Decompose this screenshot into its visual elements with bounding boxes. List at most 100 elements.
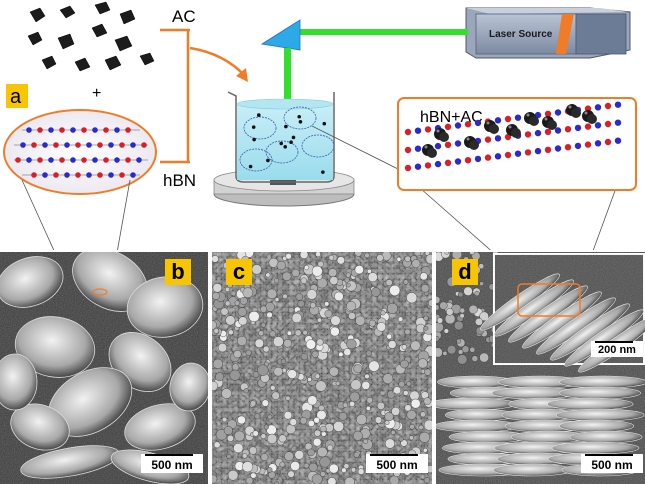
- sem-sphere: [315, 252, 321, 257]
- sem-sphere: [423, 448, 428, 453]
- atom: [564, 126, 572, 133]
- ac-dot: [291, 135, 296, 140]
- atom: [584, 141, 592, 148]
- sem-sphere: [390, 430, 396, 435]
- sem-sphere: [479, 311, 489, 322]
- atom: [594, 122, 602, 129]
- zoom-box: [397, 97, 637, 191]
- sem-sphere: [297, 300, 305, 308]
- atom: [125, 157, 131, 163]
- sem-sphere: [404, 328, 411, 335]
- sem-sphere: [420, 284, 430, 293]
- sem-sphere: [317, 446, 328, 458]
- sem-sphere: [367, 272, 378, 283]
- ac-dot: [279, 141, 284, 146]
- prism-icon: [260, 19, 301, 51]
- sem-sphere: [348, 312, 356, 320]
- atom: [484, 154, 492, 161]
- inset-highlight-box: [517, 283, 581, 317]
- atom: [614, 101, 622, 108]
- sem-sphere: [282, 271, 292, 281]
- sem-flake-stack: [555, 408, 645, 422]
- sem-sphere: [330, 326, 340, 337]
- atom: [414, 145, 422, 152]
- atom: [514, 114, 522, 121]
- arrow-head-icon: [236, 68, 248, 82]
- sem-sphere: [266, 467, 273, 473]
- atom: [92, 127, 98, 133]
- scale-bar-b-label: 500 nm: [151, 458, 193, 472]
- sem-sphere: [420, 411, 426, 418]
- sem-sphere: [212, 320, 217, 330]
- sem-sphere: [386, 302, 398, 314]
- sem-sphere: [396, 256, 402, 262]
- sem-sphere: [317, 317, 322, 323]
- sem-sphere: [357, 468, 365, 475]
- atom: [70, 127, 76, 133]
- schematic-svg: AC + hBN a Laser Source: [3, 1, 637, 250]
- sem-flake-stack: [559, 375, 645, 389]
- sem-sphere: [242, 287, 254, 298]
- atom: [584, 105, 592, 112]
- sem-sphere: [226, 453, 232, 459]
- sem-sphere: [291, 312, 302, 324]
- atom: [130, 142, 136, 148]
- sem-sphere: [252, 430, 259, 437]
- atom: [534, 147, 542, 155]
- sem-sphere: [299, 252, 309, 259]
- sem-sphere: [231, 363, 240, 371]
- sem-sphere: [324, 301, 330, 307]
- sem-sphere: [294, 450, 304, 460]
- sem-sphere: [316, 277, 328, 289]
- sem-sphere: [223, 425, 233, 435]
- sem-sphere: [423, 397, 432, 406]
- sem-sphere: [249, 446, 258, 455]
- sem-sphere: [328, 254, 335, 261]
- atom: [454, 140, 462, 147]
- sem-sphere: [410, 340, 421, 351]
- ac-dot: [251, 125, 256, 129]
- sem-sphere: [314, 429, 321, 437]
- sem-sphere: [279, 461, 286, 468]
- sem-sphere: [371, 287, 381, 297]
- sem-sphere: [260, 453, 269, 461]
- sem-sphere: [419, 431, 430, 443]
- sem-sphere: [364, 252, 370, 259]
- sem-sphere: [436, 347, 443, 358]
- sem-sphere: [443, 328, 449, 334]
- atom: [554, 145, 562, 152]
- sem-sphere: [350, 379, 362, 391]
- sem-panel-c: [212, 252, 432, 484]
- sem-sphere: [329, 463, 339, 474]
- sem-sphere: [224, 286, 231, 292]
- sem-sphere: [444, 252, 449, 255]
- sem-sphere: [336, 256, 345, 265]
- sem-sphere: [362, 438, 369, 445]
- ac-label: AC: [172, 7, 196, 26]
- sem-sphere: [287, 369, 297, 379]
- sem-sphere: [250, 400, 257, 407]
- atom: [454, 158, 462, 165]
- sem-sphere: [311, 350, 319, 358]
- sem-sphere: [254, 338, 264, 348]
- sem-sphere: [257, 364, 269, 376]
- sem-sphere: [319, 456, 331, 468]
- ac-sphere: [439, 132, 449, 142]
- hbn-flake: [301, 134, 335, 158]
- sem-sphere: [368, 360, 380, 372]
- sem-sphere: [343, 463, 350, 469]
- sem-sphere: [391, 406, 401, 416]
- atom: [114, 127, 120, 133]
- sem-sphere: [403, 279, 409, 285]
- sem-sphere: [226, 434, 234, 442]
- sem-sphere: [341, 467, 347, 473]
- laser-beam-horizontal: [296, 29, 468, 35]
- sem-sphere: [273, 366, 283, 377]
- atom: [92, 157, 98, 163]
- ac-highlight: [584, 111, 588, 115]
- atom: [81, 127, 87, 133]
- sem-sphere: [409, 424, 415, 430]
- zoom-line-d-left: [419, 187, 491, 250]
- sem-sphere: [309, 302, 316, 309]
- sem-sphere: [365, 405, 371, 411]
